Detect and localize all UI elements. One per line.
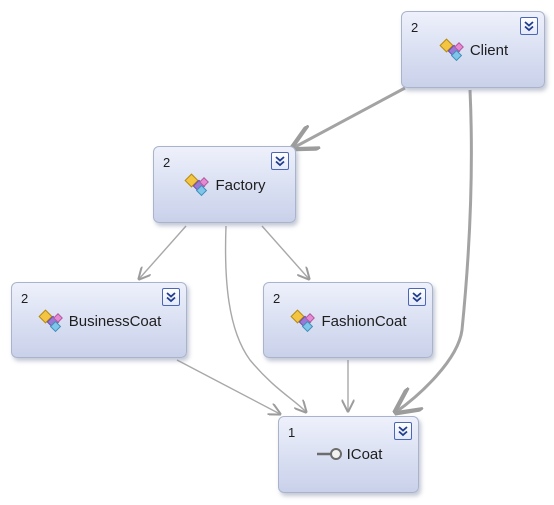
expand-toggle-button[interactable] xyxy=(271,152,289,170)
class-node-client[interactable]: 2 Client xyxy=(401,11,545,88)
member-count: 2 xyxy=(163,155,171,170)
member-count: 1 xyxy=(288,425,296,440)
interface-name: ICoat xyxy=(346,445,383,463)
member-count: 2 xyxy=(273,291,281,306)
class-name: Factory xyxy=(215,176,266,194)
class-icon xyxy=(183,173,211,197)
member-count: 2 xyxy=(21,291,29,306)
interface-icon xyxy=(315,445,343,463)
expand-toggle-button[interactable] xyxy=(520,17,538,35)
chevron-double-down-icon xyxy=(524,21,534,32)
class-icon xyxy=(289,309,317,333)
chevron-double-down-icon xyxy=(275,156,285,167)
edge-factory-businesscoat xyxy=(139,225,187,279)
class-name: BusinessCoat xyxy=(68,312,162,330)
class-name: Client xyxy=(469,41,509,59)
expand-toggle-button[interactable] xyxy=(162,288,180,306)
class-node-fashioncoat[interactable]: 2 FashionCoat xyxy=(263,282,433,358)
class-icon xyxy=(37,309,65,333)
chevron-double-down-icon xyxy=(166,292,176,303)
edge-businesscoat-icoat xyxy=(176,359,280,414)
member-count: 2 xyxy=(411,20,419,35)
class-icon xyxy=(438,38,466,62)
chevron-double-down-icon xyxy=(398,426,408,437)
edge-client-factory xyxy=(293,86,406,148)
chevron-double-down-icon xyxy=(412,292,422,303)
class-name: FashionCoat xyxy=(321,312,407,330)
expand-toggle-button[interactable] xyxy=(408,288,426,306)
edge-factory-icoat xyxy=(224,225,306,412)
expand-toggle-button[interactable] xyxy=(394,422,412,440)
class-node-factory[interactable]: 2 Factory xyxy=(153,146,296,223)
class-node-businesscoat[interactable]: 2 BusinessCoat xyxy=(11,282,187,358)
edge-client-icoat xyxy=(396,89,473,412)
edge-factory-fashioncoat xyxy=(261,225,309,279)
interface-node-icoat[interactable]: 1 ICoat xyxy=(278,416,419,493)
